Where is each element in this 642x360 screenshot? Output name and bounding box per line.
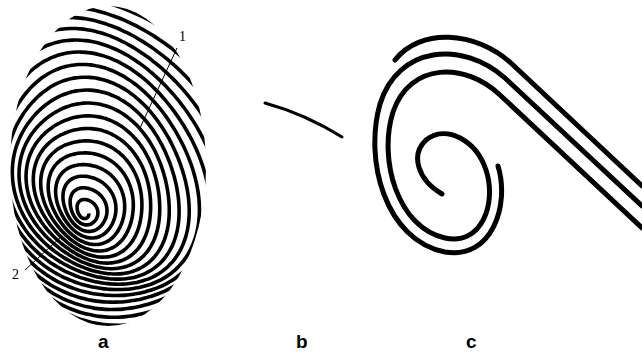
panel-letter: a [98, 332, 109, 351]
fingerprint-ridges [0, 0, 357, 360]
ridge-line [0, 0, 357, 360]
leader-line [140, 48, 177, 128]
panel-letter: b [296, 332, 308, 351]
panel-letter: c [466, 332, 477, 351]
ridge-segment [265, 103, 342, 137]
callout-number: 1 [179, 30, 186, 44]
callout-number: 2 [12, 268, 19, 282]
leader-line [25, 236, 62, 270]
ridge-detail [375, 37, 642, 253]
